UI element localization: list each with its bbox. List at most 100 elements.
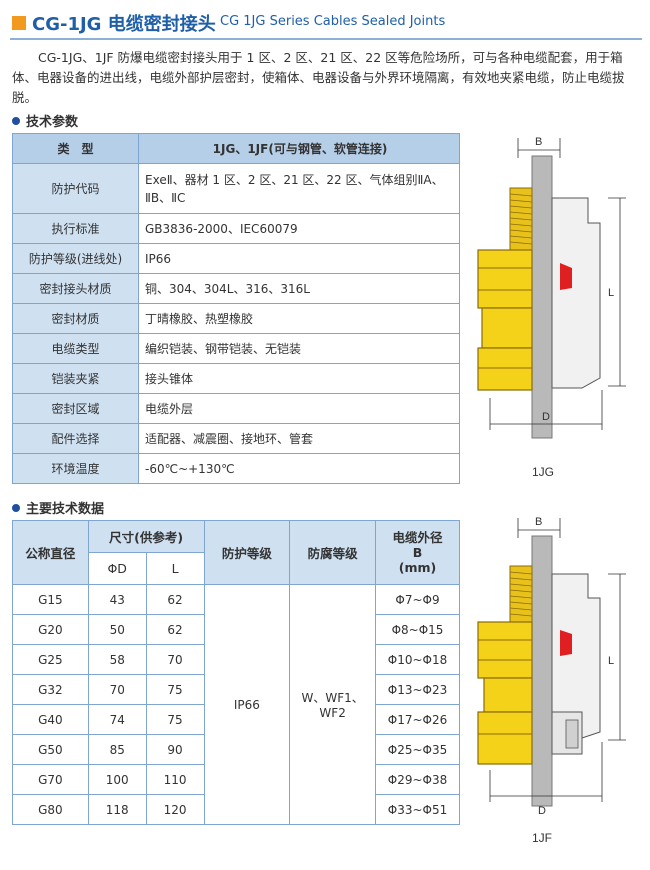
tech-param-key: 铠装夹紧 [12,363,139,394]
tech-params-row: 密封接头材质铜、304、304L、316、316L [12,273,460,304]
cell-cable: Φ7~Φ9 [375,584,460,615]
fig1-d-label: D [542,411,550,423]
tech-param-value: 铜、304、304L、316、316L [138,273,460,304]
tech-param-value: 接头锥体 [138,363,460,394]
col-l: L [145,552,205,585]
tech-params-row: 配件选择适配器、减震圈、接地环、管套 [12,423,460,454]
header-accent-square [12,16,26,30]
tech-param-value: ExeⅡ、器材 1 区、2 区、21 区、22 区、气体组别ⅡA、ⅡB、ⅡC [138,163,460,214]
cell-d: 85 [87,734,147,765]
fig1-caption: 1JG [532,465,554,479]
cell-cable: Φ10~Φ18 [375,644,460,675]
tech-param-key: 密封接头材质 [12,273,139,304]
tech-param-key: 密封区域 [12,393,139,424]
tech-params-row: 铠装夹紧接头锥体 [12,363,460,394]
tech-param-value: -60℃~+130℃ [138,453,460,484]
cell-protection: IP66 [203,584,291,825]
cell-nominal: G32 [12,674,89,705]
col-corrosion: 防腐等级 [289,520,377,585]
cell-d: 50 [87,614,147,645]
cell-d: 58 [87,644,147,675]
fig1-l-label: L [608,287,614,299]
tech-param-key: 类 型 [12,133,139,164]
tech-params-title: 技术参数 [26,115,79,130]
tech-param-key: 配件选择 [12,423,139,454]
cell-cable: Φ33~Φ51 [375,794,460,825]
col-d: ΦD [87,552,147,585]
tech-param-value: 适配器、减震圈、接地环、管套 [138,423,460,454]
cell-l: 120 [145,794,205,825]
tech-param-key: 密封材质 [12,303,139,334]
fig2-b-label: B [535,516,542,528]
header-divider [10,38,642,40]
cell-cable: Φ17~Φ26 [375,704,460,735]
tech-param-key: 环境温度 [12,453,139,484]
cell-l: 75 [145,674,205,705]
tech-params-row: 密封区域电缆外层 [12,393,460,424]
page-title: CG-1JG 电缆密封接头 [32,14,216,35]
col-cable-unit: (mm) [398,560,437,575]
cell-nominal: G40 [12,704,89,735]
main-data-table: 公称直径 尺寸(供参考) 防护等级 防腐等级 电缆外径 B (mm) ΦD L … [12,520,460,825]
cell-l: 75 [145,704,205,735]
page-header: CG-1JG 电缆密封接头 CG 1JG Series Cables Seale… [0,8,650,42]
main-data-heading: 主要技术数据 [12,498,104,517]
page-subtitle: CG 1JG Series Cables Sealed Joints [220,14,446,29]
cell-d: 74 [87,704,147,735]
fig2-caption: 1JF [532,831,552,845]
intro-paragraph: CG-1JG、1JF 防爆电缆密封接头用于 1 区、2 区、21 区、22 区等… [12,50,625,105]
col-protection: 防护等级 [203,520,291,585]
cell-l: 70 [145,644,205,675]
cell-l: 110 [145,764,205,795]
col-size: 尺寸(供参考) [87,520,205,553]
figure-1jf-drawing: B L D 1JF [477,516,626,845]
cell-nominal: G20 [12,614,89,645]
cell-l: 90 [145,734,205,765]
cell-nominal: G70 [12,764,89,795]
tech-param-key: 防护代码 [12,163,139,214]
tech-param-value: GB3836-2000、IEC60079 [138,213,460,244]
bullet-icon [12,504,20,512]
tech-param-key: 电缆类型 [12,333,139,364]
tech-params-heading: 技术参数 [12,111,78,130]
cell-cable: Φ25~Φ35 [375,734,460,765]
figure-1jg-drawing: B L D 1JG [477,136,626,479]
tech-param-value: 电缆外层 [138,393,460,424]
fig2-l-label: L [608,655,614,667]
tech-params-row: 密封材质丁晴橡胶、热塑橡胶 [12,303,460,334]
col-nominal: 公称直径 [12,520,89,585]
cell-corrosion: W、WF1、WF2 [289,584,377,825]
cell-nominal: G15 [12,584,89,615]
tech-param-value: IP66 [138,243,460,274]
cell-cable: Φ8~Φ15 [375,614,460,645]
cell-cable: Φ29~Φ38 [375,764,460,795]
tech-params-row: 电缆类型编织铠装、钢带铠装、无铠装 [12,333,460,364]
tech-param-key: 执行标准 [12,213,139,244]
col-cable: 电缆外径 B (mm) [375,520,460,585]
tech-params-row: 防护等级(进线处)IP66 [12,243,460,274]
col-cable-label: 电缆外径 [392,530,443,545]
main-data-title: 主要技术数据 [26,502,105,517]
tech-params-row: 环境温度-60℃~+130℃ [12,453,460,484]
tech-param-value: 编织铠装、钢带铠装、无铠装 [138,333,460,364]
tech-param-value: 1JG、1JF(可与钢管、软管连接) [138,133,460,164]
cell-d: 70 [87,674,147,705]
tech-param-key: 防护等级(进线处) [12,243,139,274]
cell-d: 43 [87,584,147,615]
cell-d: 100 [87,764,147,795]
cell-cable: Φ13~Φ23 [375,674,460,705]
col-cable-b: B [412,545,423,560]
cell-l: 62 [145,584,205,615]
cell-d: 118 [87,794,147,825]
bullet-icon [12,117,20,125]
cell-nominal: G80 [12,794,89,825]
